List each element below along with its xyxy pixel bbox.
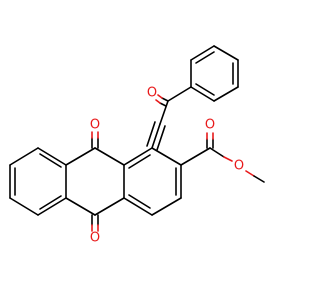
phenyl-ring (190, 45, 239, 102)
structure-canvas: O O O O O (9, 45, 265, 246)
oxygen-label-benzoyl: O (147, 86, 157, 101)
anthraquinone-central-ring (65, 147, 125, 216)
molecule-structure: O O O O O (9, 45, 265, 246)
oxygen-label-ester-carbonyl: O (205, 118, 215, 133)
oxygen-label-ester-ether: O (234, 159, 244, 174)
oxygen-label-quinone-bottom: O (90, 231, 100, 246)
methyl-ester (180, 132, 265, 183)
quinone-carbonyl-top (91, 131, 99, 149)
benzoyl-carbonyl (155, 86, 192, 107)
oxygen-label-quinone-top: O (90, 118, 100, 133)
anthraquinone-left-ring (9, 147, 67, 216)
anthraquinone-right-ring (123, 147, 182, 216)
quinone-carbonyl-bottom (91, 214, 99, 232)
alkyne-triple-bond (146, 100, 169, 151)
